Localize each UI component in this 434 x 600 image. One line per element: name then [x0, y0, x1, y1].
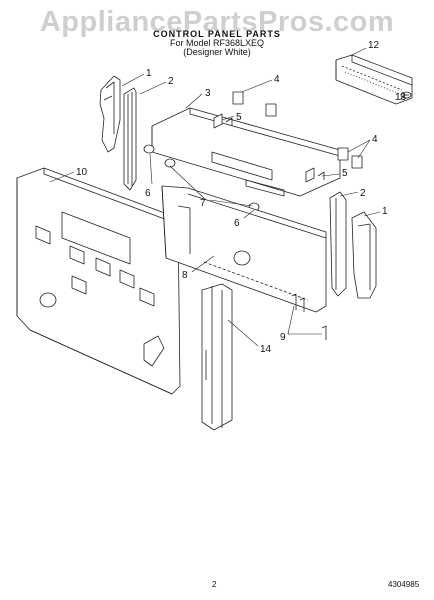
callout-6-left: 6: [145, 188, 151, 199]
part-2-left-channel: [123, 87, 137, 191]
callout-2-left: 2: [168, 76, 174, 87]
callout-6-right: 6: [234, 218, 240, 229]
part-1-left-endcap: [99, 75, 121, 153]
callout-2-right: 2: [360, 188, 366, 199]
callout-13: 13: [395, 92, 407, 103]
part-2-right-channel: [329, 191, 347, 297]
callout-12: 12: [368, 40, 380, 51]
part-14-channel: [201, 283, 233, 431]
page-number: 2: [212, 580, 217, 589]
callout-3: 3: [205, 88, 211, 99]
part-4-switches-top: [232, 91, 363, 169]
part-8-lower-panel: [161, 185, 327, 313]
callout-5-top: 5: [236, 112, 242, 123]
part-9-screws: [291, 293, 327, 340]
document-number: 4304985: [388, 580, 420, 589]
callout-14: 14: [260, 344, 272, 355]
callout-8: 8: [182, 270, 188, 281]
watermark: AppliancePartsPros.com: [39, 6, 395, 38]
callout-labels: 1 2 3 4 5 6 7 10 12 13 4 5 2 1 6 8 9 14: [76, 40, 407, 355]
part-13-screw: [400, 91, 412, 99]
part-10-back-panel: [16, 167, 181, 395]
color-line: (Designer White): [183, 47, 251, 57]
diagram-title: CONTROL PANEL PARTS: [153, 29, 281, 39]
model-line: For Model RF368LXEQ: [169, 38, 265, 48]
callout-4-top: 4: [274, 74, 280, 85]
callout-1-right: 1: [382, 206, 388, 217]
callout-9: 9: [280, 332, 286, 343]
callout-1-left: 1: [146, 68, 152, 79]
part-1-right-endcap: [351, 211, 377, 299]
part-5-clips: [213, 113, 325, 183]
leader-lines: [49, 47, 405, 347]
callout-5-right: 5: [342, 168, 348, 179]
callout-10: 10: [76, 167, 88, 178]
callout-7: 7: [200, 198, 206, 209]
part-3-control-panel: [151, 107, 341, 197]
callout-4-right: 4: [372, 134, 378, 145]
